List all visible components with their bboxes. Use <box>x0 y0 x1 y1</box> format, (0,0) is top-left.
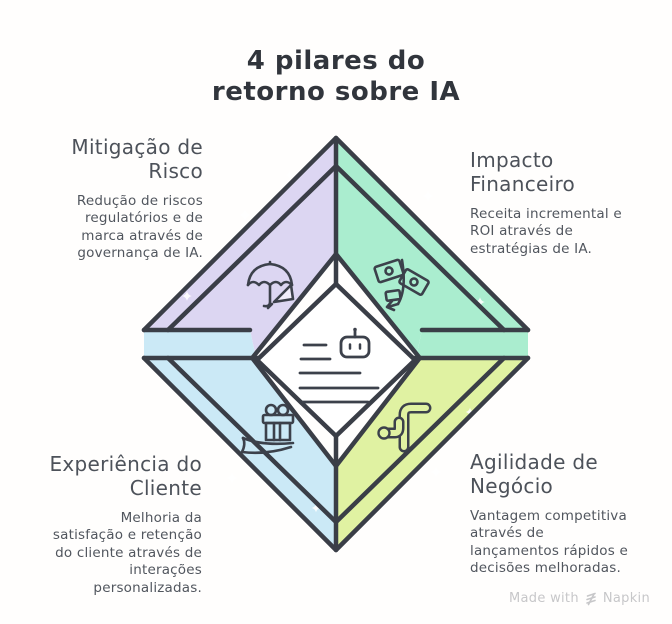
watermark-prefix: Made with <box>509 591 579 606</box>
robot-chat-list-icon <box>298 327 380 404</box>
pillar-customer-heading: Experiência do Cliente <box>49 452 202 501</box>
pillar-agility-heading: Agilidade de Negócio <box>470 450 598 499</box>
pillar-financial-textblock: Impacto Financeiro Receita incremental e… <box>470 148 622 258</box>
made-with-napkin-watermark[interactable]: Made with Napkin <box>509 591 650 606</box>
umbrella-icon <box>246 260 295 310</box>
money-bills-icon <box>373 258 430 312</box>
pillar-financial-heading: Impacto Financeiro <box>470 148 576 197</box>
pillar-risk-heading: Mitigação de Risco <box>71 135 203 184</box>
pillar-customer-textblock: Experiência do Cliente Melhoria da satis… <box>49 452 202 598</box>
sparkle-decorations <box>182 170 485 513</box>
pillar-financial-body: Receita incremental e ROI através de est… <box>470 205 622 257</box>
pillar-agility-textblock: Agilidade de Negócio Vantagem competitiv… <box>470 450 628 578</box>
page-title: 4 pilares do retorno sobre IA <box>0 46 672 107</box>
left-thickness-band <box>144 330 256 358</box>
watermark-brand: Napkin <box>602 591 650 606</box>
gift-in-hand-icon <box>240 403 295 455</box>
page-title-line2: retorno sobre IA <box>211 76 461 107</box>
page-title-line1: 4 pilares do <box>246 46 426 76</box>
pillar-customer-body: Melhoria da satisfação e retenção do cli… <box>52 509 202 596</box>
diamond-outlines <box>141 135 531 553</box>
pillar-risk-body: Redução de riscos regulatórios e de marc… <box>76 192 203 262</box>
napkin-logo-icon <box>586 592 596 605</box>
pillar-agility-body: Vantagem competitiva através de lançamen… <box>470 507 628 577</box>
right-thickness-band <box>416 330 528 358</box>
speed-arrows-icon <box>377 402 432 453</box>
pillar-risk-textblock: Mitigação de Risco Redução de riscos reg… <box>71 135 203 263</box>
